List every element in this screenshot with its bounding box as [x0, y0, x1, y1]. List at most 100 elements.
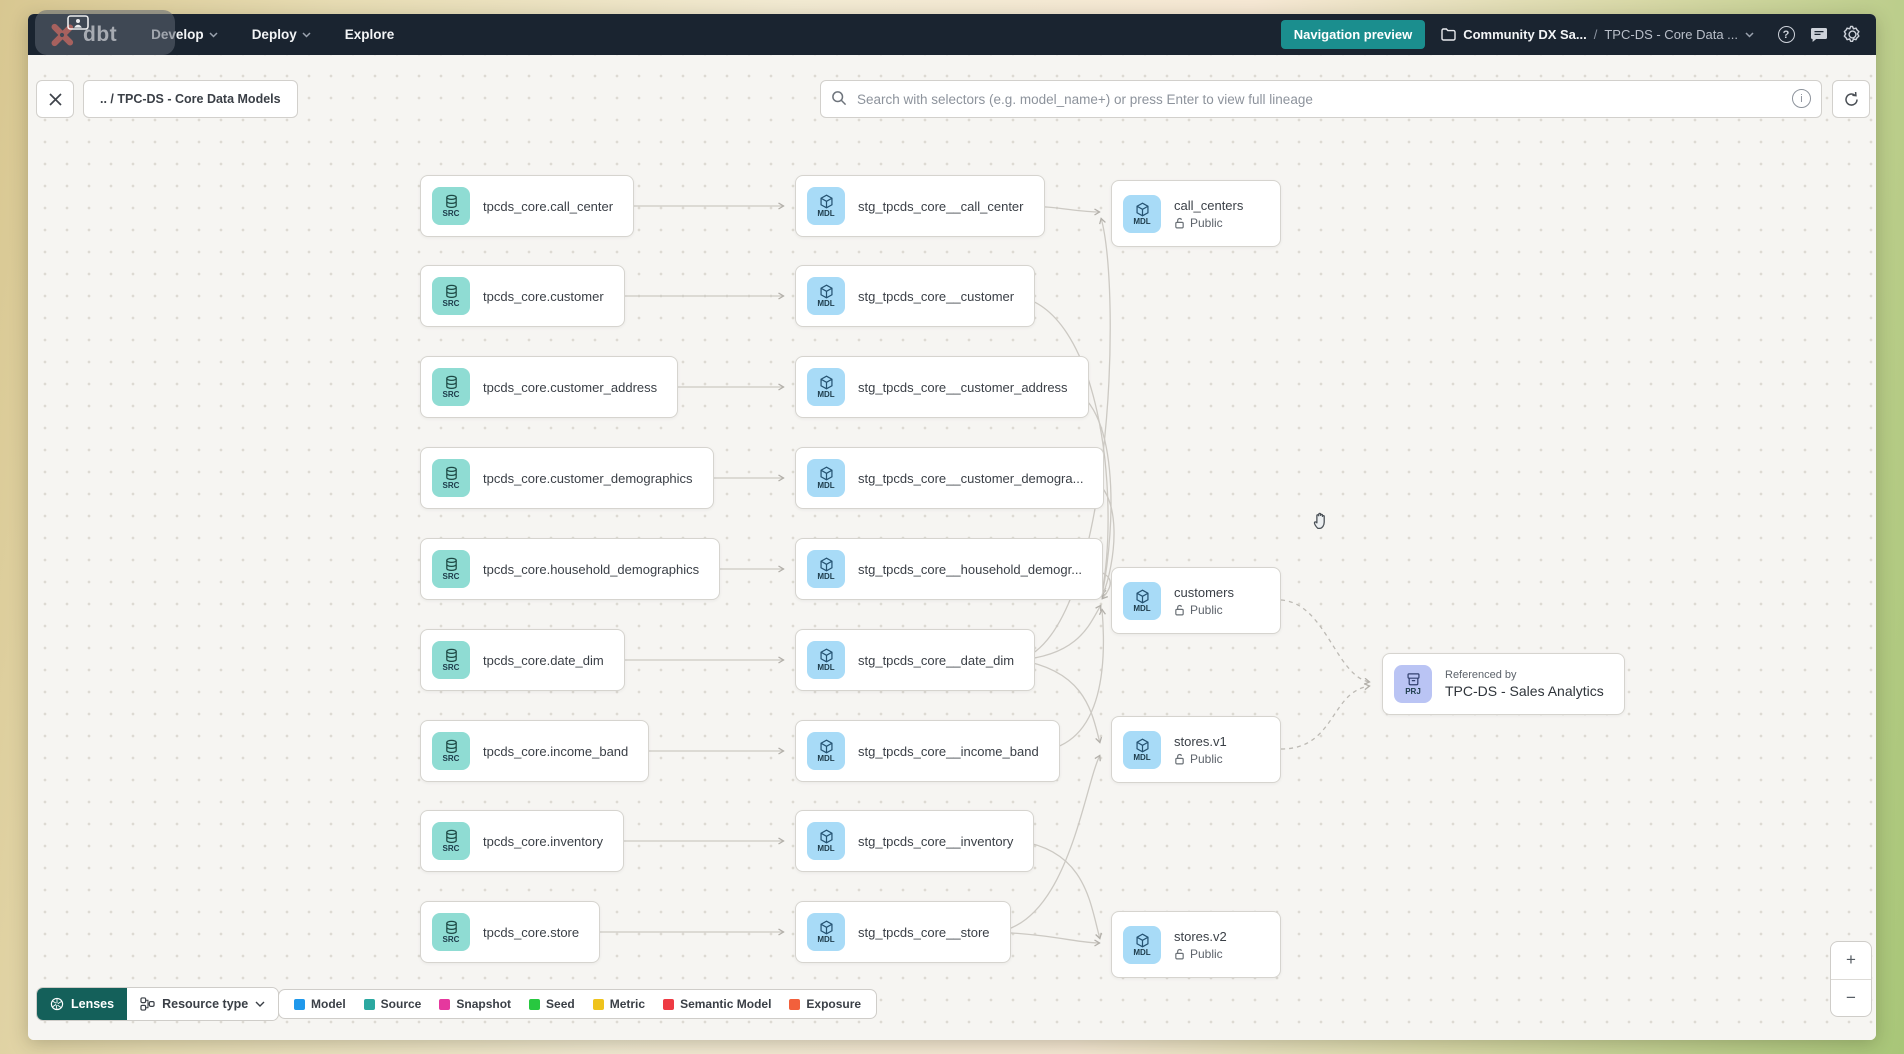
model-icon: MDL	[807, 822, 845, 860]
model-icon: MDL	[807, 641, 845, 679]
model-node[interactable]: MDL stg_tpcds_core__customer_address	[795, 356, 1089, 418]
model-icon: MDL	[1123, 925, 1161, 964]
source-node[interactable]: SRC tpcds_core.customer_address	[420, 356, 679, 418]
lineage-canvas[interactable]: .. / TPC-DS - Core Data Models i SRC tpc…	[28, 55, 1876, 1040]
node-label: stg_tpcds_core__call_center	[858, 198, 1024, 214]
badge-label: MDL	[817, 572, 835, 581]
legend-label: Semantic Model	[680, 997, 772, 1011]
nav-right: Navigation preview Community DX Sa... / …	[1280, 20, 1862, 49]
unlock-icon	[1175, 217, 1184, 228]
source-node[interactable]: SRC tpcds_core.store	[420, 901, 601, 963]
breadcrumb-project: Community DX Sa...	[1463, 27, 1587, 42]
source-node[interactable]: SRC tpcds_core.household_demographics	[420, 538, 721, 600]
model-icon: MDL	[1123, 730, 1161, 769]
model-node[interactable]: MDL stg_tpcds_core__customer_demogra...	[795, 447, 1105, 509]
navigation-preview-button[interactable]: Navigation preview	[1280, 20, 1426, 49]
refresh-lineage-button[interactable]	[1832, 80, 1870, 118]
legend-item: Exposure	[789, 997, 861, 1011]
model-node[interactable]: MDL stg_tpcds_core__customer	[795, 265, 1036, 327]
source-icon: SRC	[432, 187, 470, 225]
screen-share-icon	[67, 15, 89, 30]
search-icon	[831, 90, 847, 106]
legend-item: Seed	[529, 997, 575, 1011]
source-icon: SRC	[432, 822, 470, 860]
lenses-button[interactable]: Lenses	[37, 988, 128, 1020]
source-node[interactable]: SRC tpcds_core.customer_demographics	[420, 447, 714, 509]
folder-icon	[1441, 28, 1456, 41]
legend-swatch	[439, 998, 451, 1010]
resource-type-button[interactable]: Resource type	[127, 988, 279, 1020]
node-label: stg_tpcds_core__store	[858, 924, 990, 940]
badge-label: MDL	[817, 663, 835, 672]
project-breadcrumb[interactable]: Community DX Sa... / TPC-DS - Core Data …	[1441, 27, 1754, 42]
source-node[interactable]: SRC tpcds_core.inventory	[420, 810, 624, 872]
badge-label: SRC	[442, 209, 460, 218]
access-label: Public	[1190, 215, 1223, 230]
access-label: Public	[1190, 946, 1223, 961]
project-note: Referenced by	[1445, 669, 1517, 681]
model-node[interactable]: MDL stg_tpcds_core__income_band	[795, 720, 1060, 782]
public-model-node[interactable]: MDL call_centers Public	[1111, 180, 1281, 247]
node-label: tpcds_core.household_demographics	[483, 561, 700, 577]
model-icon: MDL	[807, 913, 845, 951]
badge-label: SRC	[442, 481, 460, 490]
zoom-in-button[interactable]: +	[1831, 942, 1871, 980]
refresh-icon	[1844, 91, 1858, 106]
source-icon: SRC	[432, 732, 470, 770]
chevron-down-icon	[255, 1001, 265, 1007]
breadcrumb-separator: /	[1593, 27, 1598, 42]
model-icon: MDL	[807, 732, 845, 770]
close-lineage-button[interactable]	[36, 80, 74, 118]
public-model-node[interactable]: MDL stores.v1 Public	[1111, 716, 1281, 783]
project-node[interactable]: PRJ Referenced by TPC-DS - Sales Analyti…	[1382, 653, 1625, 715]
model-icon: MDL	[807, 187, 845, 225]
model-node[interactable]: MDL stg_tpcds_core__store	[795, 901, 1011, 963]
access-row: Public	[1174, 216, 1243, 230]
badge-label: SRC	[442, 935, 460, 944]
legend-item: Semantic Model	[663, 997, 771, 1011]
source-node[interactable]: SRC tpcds_core.customer	[420, 265, 625, 327]
public-model-node[interactable]: MDL stores.v2 Public	[1111, 911, 1281, 978]
source-node[interactable]: SRC tpcds_core.income_band	[420, 720, 650, 782]
lineage-search-input[interactable]	[820, 80, 1822, 118]
lineage-breadcrumb-chip[interactable]: .. / TPC-DS - Core Data Models	[83, 80, 298, 118]
grab-cursor	[1310, 510, 1332, 532]
breadcrumb-page: TPC-DS - Core Data ...	[1604, 27, 1738, 42]
resource-type-legend: Model Source Snapshot Seed Metric Semant…	[278, 989, 878, 1019]
model-node[interactable]: MDL stg_tpcds_core__call_center	[795, 175, 1045, 237]
nav-link-explore[interactable]: Explore	[345, 27, 395, 42]
info-icon[interactable]: i	[1792, 89, 1811, 108]
feedback-icon[interactable]	[1809, 25, 1829, 45]
source-icon: SRC	[432, 368, 470, 406]
legend-label: Model	[311, 997, 346, 1011]
access-label: Public	[1190, 602, 1223, 617]
legend-label: Source	[380, 997, 422, 1011]
badge-label: MDL	[1133, 752, 1151, 762]
nav-link-label: Explore	[344, 27, 395, 42]
model-node[interactable]: MDL stg_tpcds_core__inventory	[795, 810, 1035, 872]
lineage-search: i	[820, 80, 1822, 118]
zoom-out-button[interactable]: −	[1846, 987, 1856, 1007]
source-node[interactable]: SRC tpcds_core.call_center	[420, 175, 635, 237]
legend-item: Model	[294, 997, 346, 1011]
source-node[interactable]: SRC tpcds_core.date_dim	[420, 629, 625, 691]
close-icon	[48, 92, 62, 106]
model-node[interactable]: MDL stg_tpcds_core__date_dim	[795, 629, 1036, 691]
badge-label: PRJ	[1405, 687, 1421, 696]
chevron-down-icon	[302, 31, 311, 38]
legend-swatch	[363, 998, 375, 1010]
node-label: stg_tpcds_core__customer	[858, 288, 1015, 304]
legend-label: Seed	[546, 997, 575, 1011]
public-model-node[interactable]: MDL customers Public	[1111, 567, 1281, 634]
nav-link-deploy[interactable]: Deploy	[252, 27, 311, 42]
settings-gear-icon[interactable]	[1842, 25, 1862, 45]
model-node[interactable]: MDL stg_tpcds_core__household_demogr...	[795, 538, 1104, 600]
model-icon: MDL	[807, 277, 845, 315]
source-icon: SRC	[432, 550, 470, 588]
access-row: Public	[1174, 603, 1234, 617]
help-icon[interactable]: ?	[1776, 25, 1796, 45]
screen-share-indicator	[35, 10, 175, 55]
project-icon: PRJ	[1394, 665, 1432, 703]
badge-label: SRC	[442, 299, 460, 308]
legend-item: Metric	[592, 997, 645, 1011]
